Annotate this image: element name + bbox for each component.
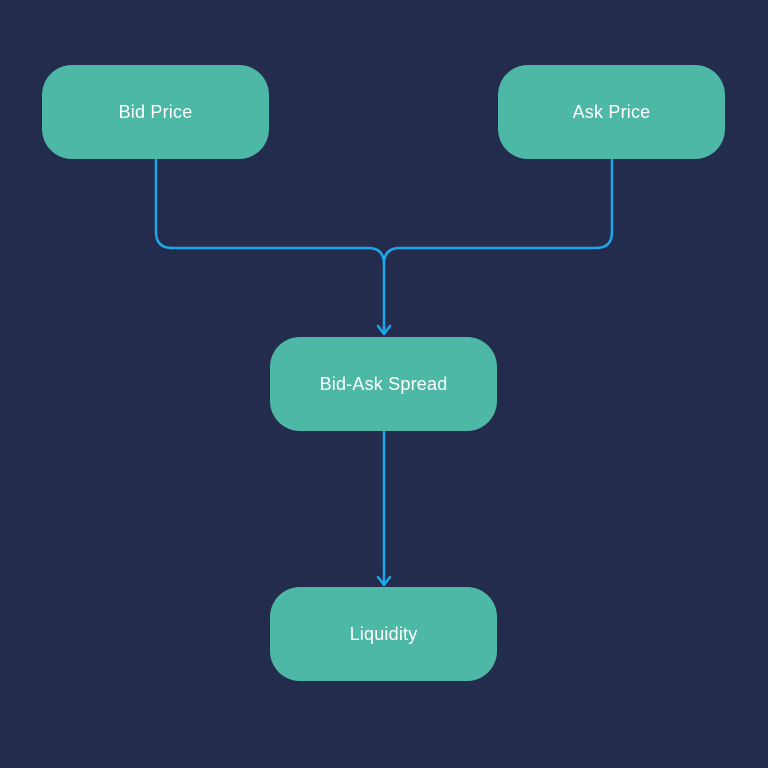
arrowhead-to-liquidity bbox=[376, 575, 392, 587]
node-bid-price: Bid Price bbox=[42, 65, 269, 159]
node-ask-price: Ask Price bbox=[498, 65, 725, 159]
arrowhead-to-spread bbox=[376, 324, 392, 336]
node-bid-price-label: Bid Price bbox=[118, 101, 193, 122]
node-ask-price-label: Ask Price bbox=[572, 101, 651, 122]
node-liquidity: Liquidity bbox=[270, 587, 497, 681]
node-liquidity-label: Liquidity bbox=[349, 623, 418, 644]
node-bid-ask-spread-label: Bid-Ask Spread bbox=[319, 373, 448, 394]
connector-ask-to-spread bbox=[382, 158, 614, 266]
connector-bid-to-spread bbox=[154, 158, 386, 334]
node-bid-ask-spread: Bid-Ask Spread bbox=[270, 337, 497, 431]
